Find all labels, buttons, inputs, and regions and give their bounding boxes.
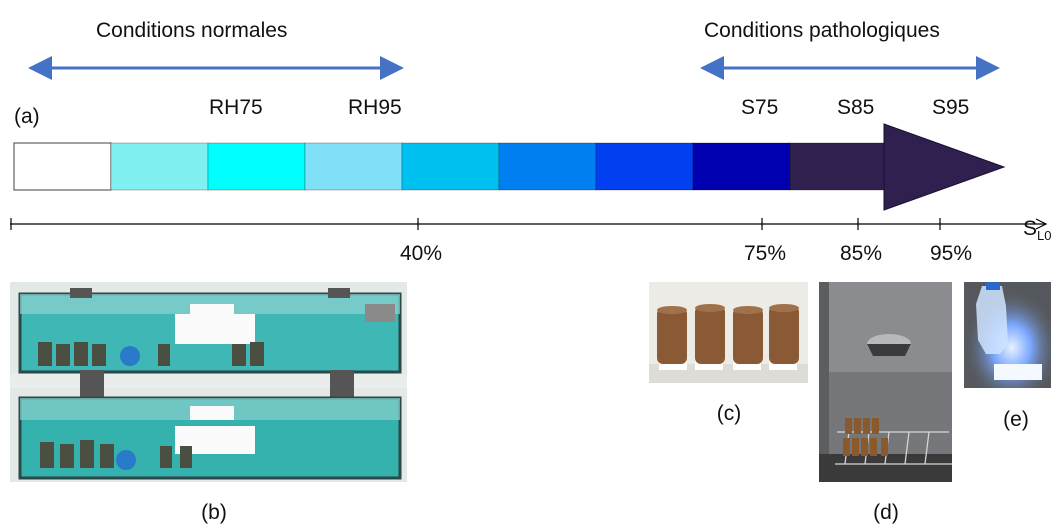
axis-variable-subscript: L0: [1037, 228, 1052, 244]
photo-e-label: (e): [1003, 408, 1029, 431]
bar-segment-8: [692, 142, 791, 191]
photo-b-label: (b): [201, 501, 227, 524]
tick-label-85: 85%: [839, 242, 883, 265]
bar-segment-1: [13, 142, 112, 191]
bar-segment-9: [789, 142, 885, 191]
axis-arrow-icon: [1035, 218, 1048, 230]
tick-label-40: 40%: [399, 242, 443, 265]
humidity-color-bar: [13, 142, 885, 191]
photo-e-bottle: [964, 282, 1051, 388]
tick-label-95: 95%: [929, 242, 973, 265]
bar-segment-6: [498, 142, 597, 191]
marker-rh75: RH75: [209, 96, 263, 119]
bar-segment-4: [304, 142, 403, 191]
tick-label-75: 75%: [743, 242, 787, 265]
photo-c-samples: [649, 282, 808, 383]
bar-arrow-head: [883, 123, 1006, 211]
photo-b-desiccator-tanks: [10, 282, 407, 482]
bar-segment-2: [110, 142, 209, 191]
photo-c-label: (c): [716, 402, 742, 425]
marker-s75: S75: [741, 96, 779, 119]
marker-rh95: RH95: [348, 96, 402, 119]
marker-s85: S85: [837, 96, 875, 119]
normal-conditions-label: Conditions normales: [96, 19, 288, 42]
panel-a-label: (a): [14, 105, 40, 128]
photo-d-label: (d): [873, 501, 899, 524]
bar-segment-5: [401, 142, 500, 191]
bar-segment-3: [207, 142, 306, 191]
axis-variable-label: SL0: [1023, 218, 1051, 242]
pathological-conditions-label: Conditions pathologiques: [704, 19, 940, 42]
bar-segment-7: [595, 142, 694, 191]
photo-d-chamber: [819, 282, 952, 482]
marker-s95: S95: [932, 96, 970, 119]
axis-variable: S: [1023, 217, 1038, 240]
